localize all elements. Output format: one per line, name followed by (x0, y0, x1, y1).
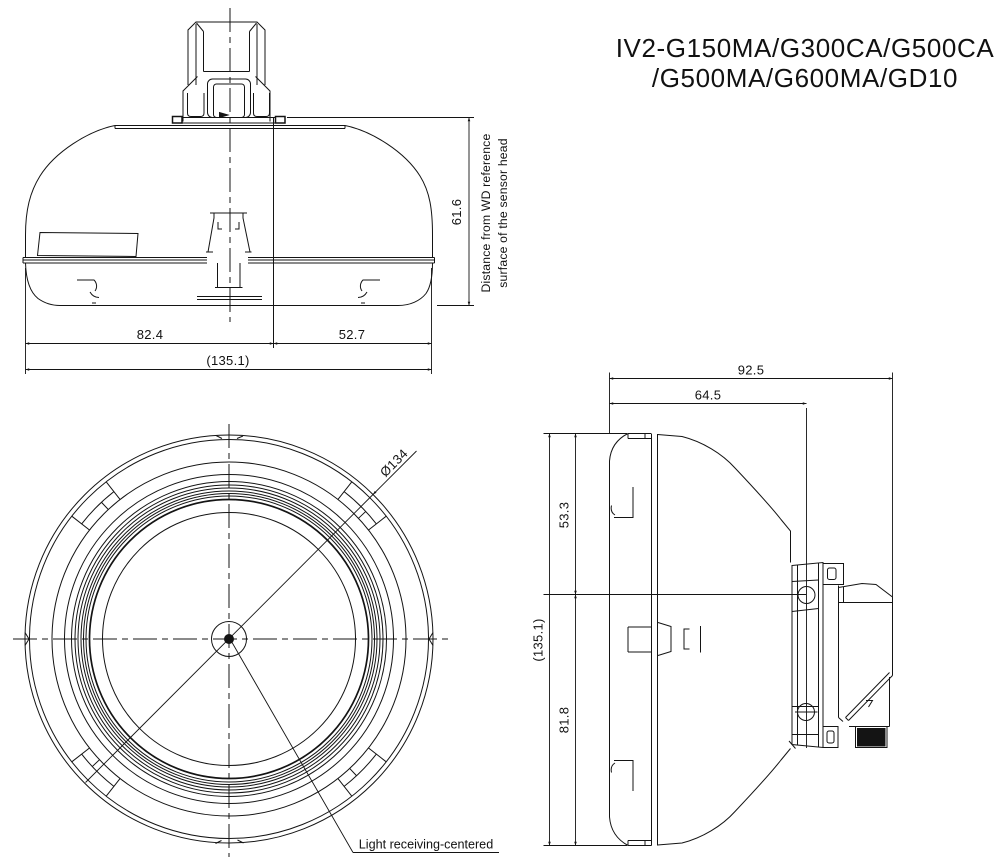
diameter-callout: Ø134 (373, 446, 417, 495)
snap-hook-lower (611, 761, 633, 792)
dim-width-right: 52.7 (339, 327, 366, 342)
wd-note-line2: surface of the sensor head (496, 138, 510, 288)
clip-upper (823, 564, 844, 585)
snap-hook-right (358, 280, 380, 303)
snap-hook-left (77, 280, 99, 303)
dim-height-total-rear: (135.1) (531, 618, 546, 661)
dim-width-left: 82.4 (137, 327, 164, 342)
wd-note-line1: Distance from WD reference (479, 134, 493, 293)
light-receiving-callout: Light receiving-centered (232, 642, 500, 853)
m12-plug (858, 729, 886, 747)
side-view: 82.4 52.7 (135.1) 61.6 Distance from WD … (23, 8, 510, 374)
model-title-line2: /G500MA/G600MA/GD10 (652, 63, 958, 93)
side-view-dimensions: 82.4 52.7 (135.1) 61.6 Distance from WD … (26, 118, 510, 375)
dim-depth-total: 92.5 (738, 363, 765, 378)
front-view: Ø134 Light receiving-centered (13, 424, 499, 857)
orientation-mark (220, 113, 229, 118)
rear-view-dimensions: 92.5 64.5 (135.1) 53.3 81.8 (531, 363, 893, 846)
rear-side-view: 92.5 64.5 (135.1) 53.3 81.8 (531, 363, 893, 846)
label-plate (38, 233, 139, 257)
snap-hook-upper (611, 487, 633, 518)
dim-depth-to-hole: 64.5 (695, 388, 722, 403)
callout-light-receiving: Light receiving-centered (359, 838, 493, 852)
dim-height: 61.6 (449, 199, 464, 226)
model-title-line1: IV2-G150MA/G300CA/G500CA (616, 33, 995, 63)
diameter-line (86, 495, 374, 783)
dim-width-total: (135.1) (206, 353, 249, 368)
connector-plug (173, 22, 286, 123)
dim-height-lower: 81.8 (557, 707, 572, 734)
dim-height-upper: 53.3 (557, 502, 572, 529)
mounting-bracket (789, 563, 844, 749)
barrel-side (628, 623, 701, 656)
dome-housing (23, 126, 435, 306)
dome-profile (610, 434, 791, 846)
seam-ticks (25, 436, 433, 844)
cable-connector (839, 584, 893, 748)
title-block: IV2-G150MA/G300CA/G500CA /G500MA/G600MA/… (616, 33, 995, 93)
dim-diameter: Ø134 (377, 446, 411, 480)
clip-lower (823, 727, 838, 748)
